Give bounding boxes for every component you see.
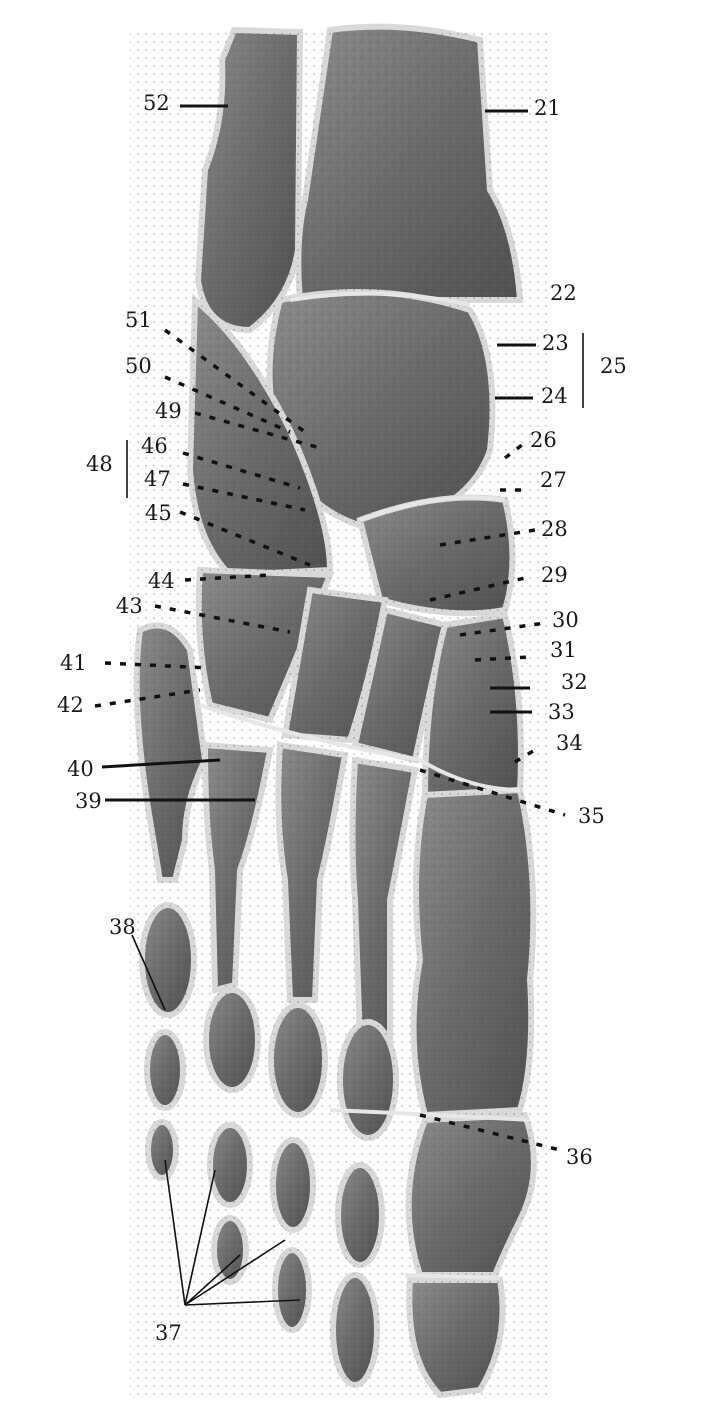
label-50: 50 bbox=[125, 354, 152, 378]
label-28: 28 bbox=[541, 517, 568, 541]
label-35: 35 bbox=[578, 804, 605, 828]
label-39: 39 bbox=[75, 789, 102, 813]
label-40: 40 bbox=[67, 757, 94, 781]
label-33: 33 bbox=[548, 700, 575, 724]
label-46: 46 bbox=[141, 434, 168, 458]
label-42: 42 bbox=[57, 693, 84, 717]
label-32: 32 bbox=[561, 670, 588, 694]
label-43: 43 bbox=[116, 594, 143, 618]
label-23: 23 bbox=[542, 331, 569, 355]
label-47: 47 bbox=[144, 467, 171, 491]
label-48: 48 bbox=[86, 452, 113, 476]
label-41: 41 bbox=[60, 651, 87, 675]
label-45: 45 bbox=[145, 501, 172, 525]
label-36: 36 bbox=[566, 1145, 593, 1169]
label-22: 22 bbox=[550, 281, 577, 305]
label-38: 38 bbox=[109, 915, 136, 939]
label-37: 37 bbox=[155, 1321, 182, 1345]
label-49: 49 bbox=[155, 399, 182, 423]
foot-illustration bbox=[130, 27, 550, 1400]
label-21: 21 bbox=[534, 96, 561, 120]
label-24: 24 bbox=[541, 384, 568, 408]
label-44: 44 bbox=[148, 569, 175, 593]
label-27: 27 bbox=[540, 468, 567, 492]
label-52: 52 bbox=[143, 91, 170, 115]
label-25: 25 bbox=[600, 354, 627, 378]
label-34: 34 bbox=[556, 731, 583, 755]
label-31: 31 bbox=[550, 638, 577, 662]
label-30: 30 bbox=[552, 608, 579, 632]
label-51: 51 bbox=[125, 308, 152, 332]
label-29: 29 bbox=[541, 563, 568, 587]
label-26: 26 bbox=[530, 428, 557, 452]
